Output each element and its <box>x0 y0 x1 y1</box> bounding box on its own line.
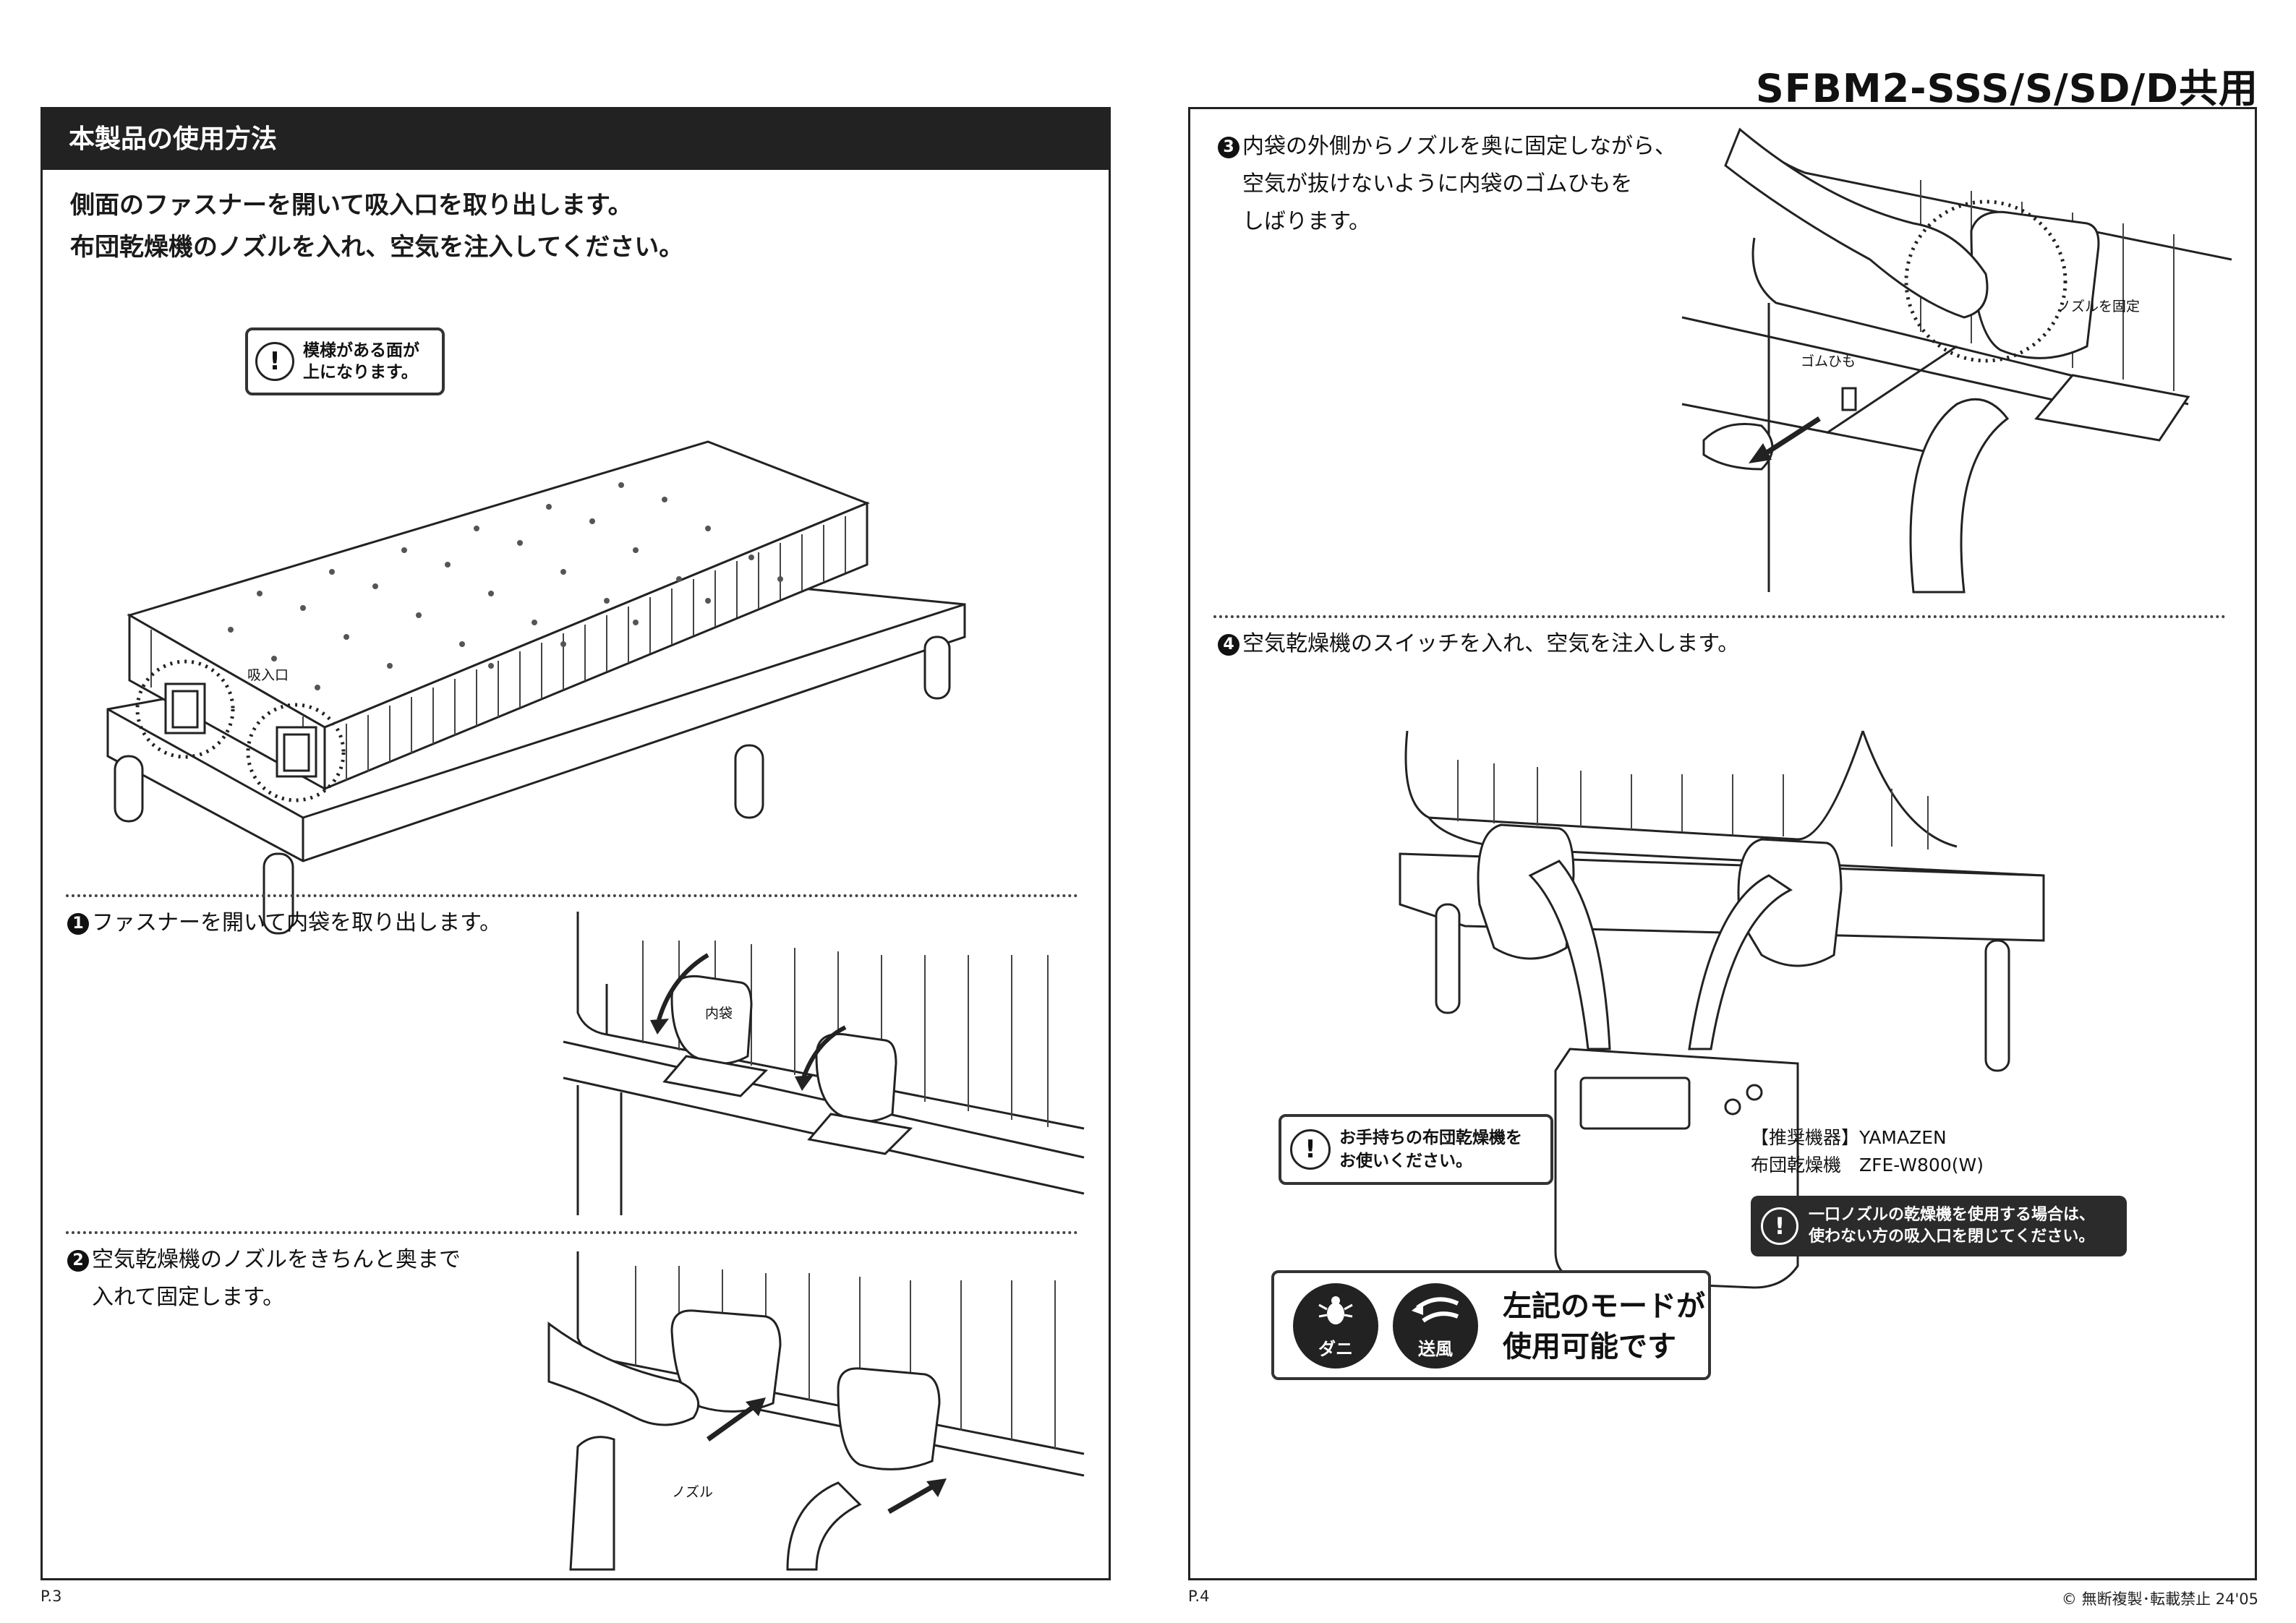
page-number-right: P.4 <box>1188 1588 1210 1605</box>
recommended-device: 【推奨機器】YAMAZEN 布団乾燥機 ZFE-W800(W) <box>1751 1124 1984 1179</box>
step-4-text: 空気乾燥機のスイッチを入れ、空気を注入します。 <box>1242 631 1740 656</box>
inlet-flaps <box>166 684 316 776</box>
nozzle-fix-highlight <box>1906 202 2065 361</box>
bags-hoses-dryer <box>1478 825 1841 1288</box>
airflow-icon: 送風 <box>1393 1283 1478 1369</box>
step-number-1: 1 <box>67 913 89 935</box>
step-divider-2 <box>66 1231 1078 1234</box>
nozzle-label: ノズル <box>672 1484 714 1500</box>
step-number-4: 4 <box>1218 634 1239 656</box>
pattern-callout-line1: 模様がある面が <box>303 341 419 360</box>
step-3-line2: 空気が抜けないように内袋のゴムひもを <box>1242 171 1633 197</box>
bag-hand-hose <box>1704 129 2188 592</box>
modes-line1: 左記のモードが <box>1503 1290 1705 1323</box>
left-page-frame: 本製品の使用方法 側面のファスナーを開いて吸入口を取り出します。 布団乾燥機のノ… <box>40 107 1111 1580</box>
inlet-label: 吸入口 <box>247 667 289 683</box>
step-2-line2: 入れて固定します。 <box>92 1285 285 1310</box>
mite-mode-label: ダニ <box>1318 1339 1353 1359</box>
mite-icon: ダニ <box>1293 1283 1378 1369</box>
inner-bag-drawings <box>665 976 910 1154</box>
intro-line-2: 布団乾燥機のノズルを入れ、空気を注入してください。 <box>70 233 684 262</box>
intro-text: 側面のファスナーを開いて吸入口を取り出します。 布団乾燥機のノズルを入れ、空気を… <box>70 184 1083 268</box>
step-number-2: 2 <box>67 1250 89 1272</box>
tie-arrow <box>1758 419 1819 458</box>
copyright-notice: © 無断複製･転載禁止 24'05 <box>2061 1590 2258 1608</box>
own-dryer-callout: ! お手持ちの布団乾燥機を お使いください。 <box>1279 1114 1553 1185</box>
own-dryer-line1: お手持ちの布団乾燥機を <box>1339 1129 1522 1147</box>
inner-bag-label: 内袋 <box>705 1006 733 1022</box>
pattern-callout: ! 模様がある面が 上になります。 <box>245 327 445 395</box>
step-2-illustration <box>549 1251 1084 1570</box>
warning-icon: ! <box>1290 1129 1331 1170</box>
inlet-highlight-circles <box>137 661 343 800</box>
step-3-line1: 内袋の外側からノズルを奥に固定しながら、 <box>1242 134 1676 159</box>
step-1-text: ファスナーを開いて内袋を取り出します。 <box>92 910 502 935</box>
step-3-illustration <box>1682 129 2232 592</box>
mattress-stripes <box>151 516 845 780</box>
step-3-line3: しばります。 <box>1242 209 1370 234</box>
rubber-cord-label: ゴムひも <box>1801 354 1856 369</box>
warning-icon: ! <box>1761 1207 1798 1245</box>
single-nozzle-callout: ! 一口ノズルの乾燥機を使用する場合は、 使わない方の吸入口を閉じてください。 <box>1751 1196 2127 1256</box>
step-divider-1 <box>66 894 1078 897</box>
step-1-illustration <box>578 912 1084 1215</box>
page-number-left: P.3 <box>40 1588 62 1605</box>
single-nozzle-line1: 一口ノズルの乾燥機を使用する場合は、 <box>1809 1206 2096 1224</box>
single-nozzle-line2: 使わない方の吸入口を閉じてください。 <box>1809 1228 2095 1246</box>
bed-mattress-illustration <box>86 326 1041 962</box>
modes-text: 左記のモードが 使用可能です <box>1503 1286 1705 1367</box>
airflow-mode-label: 送風 <box>1418 1339 1453 1359</box>
intro-line-1: 側面のファスナーを開いて吸入口を取り出します。 <box>70 191 633 220</box>
model-title: SFBM2-SSS/S/SD/D共用 <box>1755 66 2258 111</box>
step-divider-3 <box>1213 615 2226 618</box>
step-4-illustration <box>1393 731 2116 1324</box>
fix-nozzle-label: ノズルを固定 <box>2057 299 2141 314</box>
warning-icon: ! <box>255 342 294 381</box>
step-2-line1: 空気乾燥機のノズルをきちんと奥まで <box>92 1247 461 1272</box>
recommended-line1: 【推奨機器】YAMAZEN <box>1751 1127 1947 1148</box>
own-dryer-line2: お使いください。 <box>1339 1152 1472 1170</box>
quilt-pattern <box>228 482 783 690</box>
pattern-callout-line2: 上になります。 <box>303 363 418 382</box>
step-number-3: 3 <box>1218 137 1239 158</box>
hose-and-bag-drawings <box>549 1311 939 1570</box>
recommended-line2: 布団乾燥機 ZFE-W800(W) <box>1751 1155 1984 1176</box>
section-header: 本製品の使用方法 <box>43 109 1109 170</box>
modes-line2: 使用可能です <box>1503 1330 1676 1363</box>
available-modes-box: ダニ 送風 左記のモードが 使用可能です <box>1271 1270 1711 1380</box>
pull-arrows <box>659 955 845 1078</box>
